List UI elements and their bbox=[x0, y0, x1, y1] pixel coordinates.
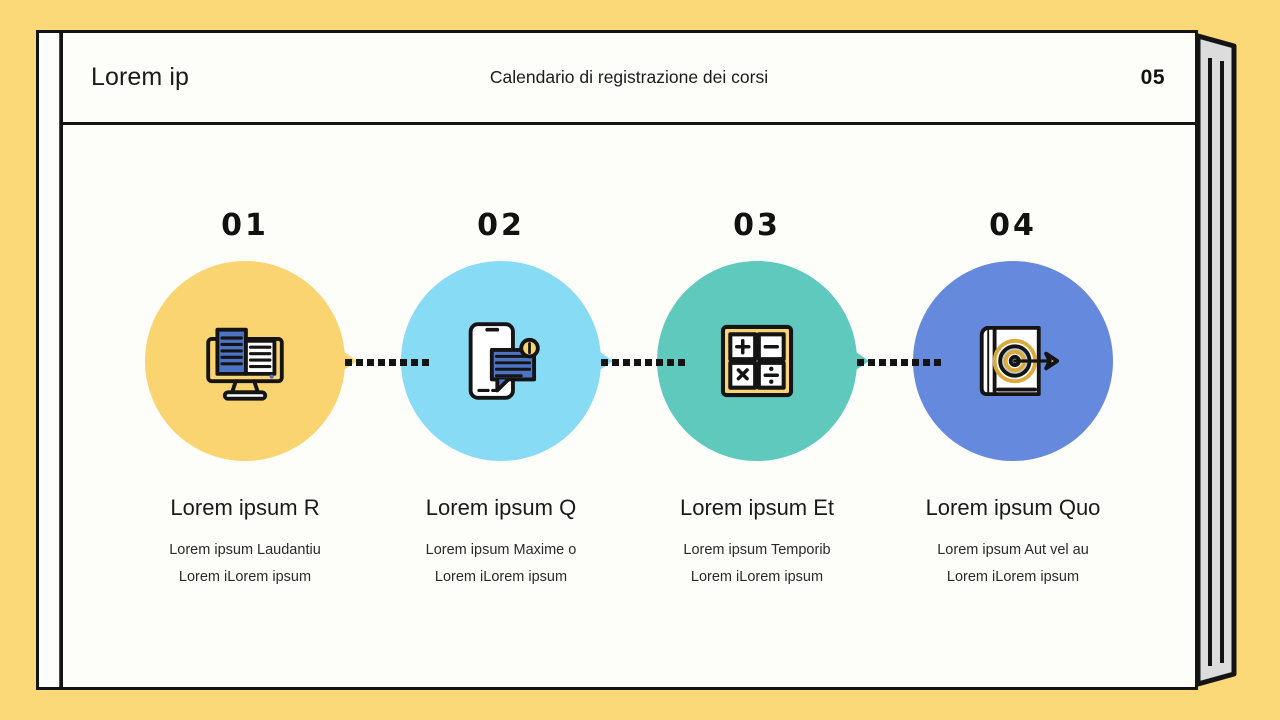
page-number: 05 bbox=[1140, 65, 1165, 89]
step-number: 01 bbox=[221, 208, 269, 243]
book-pages-edge-right bbox=[1194, 28, 1242, 692]
brand-label: Lorem ip bbox=[91, 63, 190, 91]
step-connector bbox=[857, 359, 941, 366]
step-description-line1: Lorem ipsum Maxime o bbox=[425, 542, 577, 558]
step-description: Lorem ipsum Temporib Lorem iLorem ipsum bbox=[683, 537, 830, 591]
step-item-04[interactable]: 04 bbox=[885, 128, 1141, 591]
step-number: 04 bbox=[989, 208, 1037, 243]
step-description-line1: Lorem ipsum Aut vel au bbox=[937, 542, 1089, 558]
step-description-line2: Lorem iLorem ipsum bbox=[690, 568, 824, 585]
calculator-operations-icon bbox=[711, 315, 803, 407]
step-title: Lorem ipsum Et bbox=[679, 495, 835, 520]
step-title: Lorem ipsum Quo bbox=[925, 495, 1101, 520]
step-item-03[interactable]: 03 bbox=[629, 128, 941, 591]
phone-chat-notification-icon bbox=[455, 315, 547, 407]
step-description-line2: Lorem iLorem ipsum bbox=[946, 568, 1080, 585]
step-description-line1: Lorem ipsum Laudantiu bbox=[169, 542, 321, 558]
monitor-book-icon bbox=[199, 315, 291, 407]
step-number: 03 bbox=[733, 208, 781, 243]
step-connector bbox=[601, 359, 685, 366]
book-spine-left bbox=[36, 30, 62, 690]
step-bubble[interactable] bbox=[401, 261, 613, 461]
step-bubble[interactable] bbox=[913, 261, 1113, 461]
step-item-01[interactable]: 01 bbox=[117, 128, 429, 591]
step-item-02[interactable]: 02 bbox=[373, 128, 685, 591]
step-title: Lorem ipsum Q bbox=[425, 495, 577, 520]
step-description: Lorem ipsum Aut vel au Lorem iLorem ipsu… bbox=[937, 537, 1089, 591]
step-description-line2: Lorem iLorem ipsum bbox=[434, 568, 568, 585]
step-connector bbox=[345, 359, 429, 366]
step-bubble[interactable] bbox=[145, 261, 357, 461]
step-description-line1: Lorem ipsum Temporib bbox=[683, 542, 831, 558]
step-number: 02 bbox=[477, 208, 525, 243]
page-title: Calendario di registrazione dei corsi bbox=[489, 67, 769, 87]
slide-header: Lorem ip Calendario di registrazione dei… bbox=[63, 33, 1195, 125]
step-description: Lorem ipsum Laudantiu Lorem iLorem ipsum bbox=[169, 537, 321, 591]
steps-row: 01 bbox=[63, 128, 1195, 690]
slide-page: Lorem ip Calendario di registrazione dei… bbox=[60, 30, 1198, 690]
step-description: Lorem ipsum Maxime o Lorem iLorem ipsum bbox=[426, 537, 577, 591]
step-bubble[interactable] bbox=[657, 261, 869, 461]
book-container: Lorem ip Calendario di registrazione dei… bbox=[36, 30, 1237, 690]
book-target-arrow-icon bbox=[967, 315, 1059, 407]
step-title: Lorem ipsum R bbox=[170, 495, 320, 520]
step-description-line2: Lorem iLorem ipsum bbox=[178, 568, 312, 585]
